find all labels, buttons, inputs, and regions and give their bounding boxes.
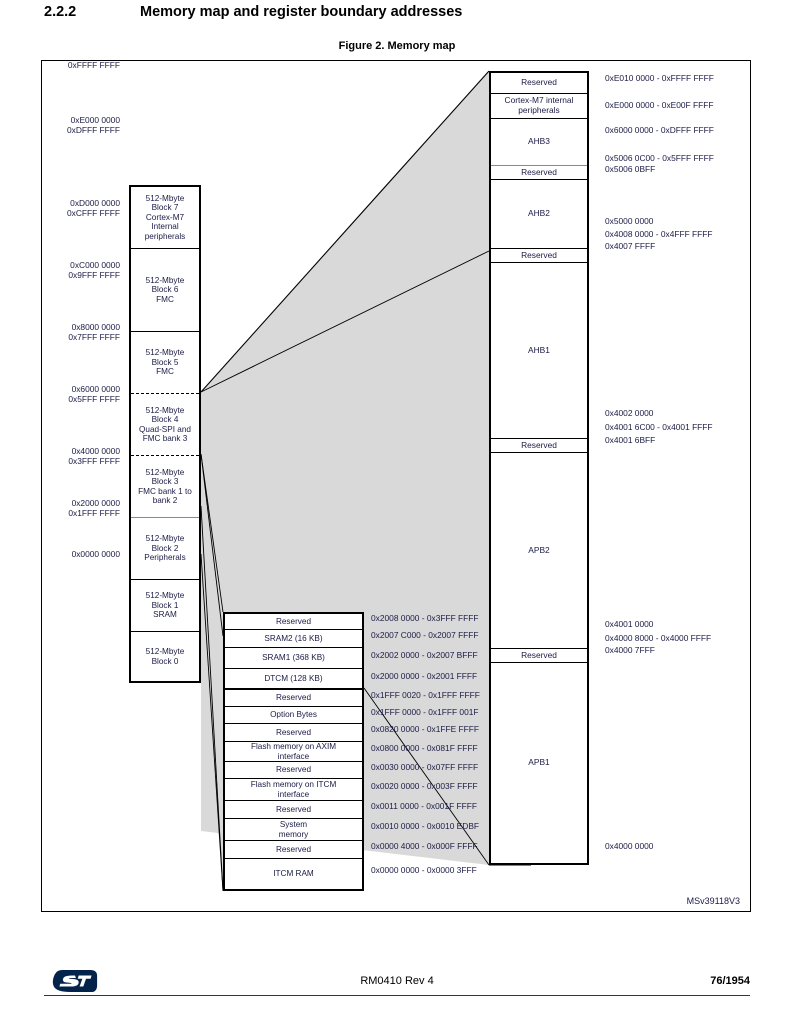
detail-region-5: Option Bytes — [225, 707, 362, 724]
bus-region-address-8: 0x4002 0000 — [605, 408, 654, 418]
bus-region-address-2: 0x6000 0000 - 0xDFFF FFFF — [605, 125, 714, 135]
memory-block-address-8: 0x0000 0000 — [71, 549, 120, 559]
bus-region-address-6: 0x4008 0000 - 0x4FFF FFFF — [605, 229, 713, 239]
section-number: 2.2.2 — [44, 4, 77, 20]
footer-page-number: 76/1954 — [710, 975, 750, 987]
detail-region-address-10: 0x0011 0000 - 0x001F FFFF — [371, 801, 477, 811]
bus-region-9: Reserved — [491, 649, 587, 663]
detail-region-4: Reserved — [225, 690, 362, 707]
bus-region-2: AHB3 — [491, 119, 587, 166]
detail-regions-addresses: 0x2008 0000 - 0x3FFF FFFF 0x2007 C000 - 0… — [371, 612, 531, 891]
detail-region-6: Reserved — [225, 724, 362, 742]
detail-region-0: Reserved — [225, 614, 362, 630]
st-logo — [52, 969, 98, 993]
memory-block-address-0: 0xFFFF FFFF — [67, 60, 120, 70]
bus-region-6: AHB1 — [491, 263, 587, 439]
bus-region-4: AHB2 — [491, 180, 587, 249]
bus-region-10: APB1 — [491, 663, 587, 863]
bus-region-address-0: 0xE010 0000 - 0xFFFF FFFF — [605, 73, 714, 83]
bus-region-address-5: 0x5000 0000 — [605, 216, 654, 226]
bus-region-5: Reserved — [491, 249, 587, 263]
bus-region-address-1: 0xE000 0000 - 0xE00F FFFF — [605, 100, 714, 110]
detail-region-address-3: 0x2000 0000 - 0x2001 FFFF — [371, 670, 478, 681]
detail-region-address-8: 0x0030 0000 - 0x07FF FFFF — [371, 761, 479, 772]
detail-region-10: Reserved — [225, 801, 362, 819]
detail-region-address-6: 0x0820 0000 - 0x1FFE FFFF — [371, 724, 479, 734]
detail-region-address-9: 0x0020 0000 - 0x003F FFFF — [371, 781, 478, 791]
detail-region-8: Reserved — [225, 762, 362, 779]
figure-caption: Figure 2. Memory map — [338, 40, 456, 52]
detail-region-address-12: 0x0000 4000 - 0x000F FFFF — [371, 841, 478, 851]
bus-region-address-9: 0x4001 6C00 - 0x4001 FFFF — [605, 422, 713, 432]
detail-region-address-0: 0x2008 0000 - 0x3FFF FFFF — [371, 613, 479, 623]
bus-region-address-11: 0x4001 0000 — [605, 619, 654, 629]
bus-region-8: APB2 — [491, 453, 587, 649]
bus-regions-addresses: 0xE010 0000 - 0xFFFF FFFF 0xE000 0000 - 0… — [605, 61, 755, 911]
detail-region-1: SRAM2 (16 KB) — [225, 630, 362, 648]
detail-region-13: ITCM RAM — [225, 859, 362, 889]
page-title: 2.2.2 Memory map and register boundary ad… — [44, 4, 750, 20]
bus-region-address-14: 0x4000 0000 — [605, 841, 654, 851]
detail-region-3: DTCM (128 KB) — [225, 669, 362, 690]
detail-region-address-5: 0x1FFF 0000 - 0x1FFF 001F — [371, 706, 479, 717]
bus-region-address-4: 0x5006 0BFF — [605, 164, 656, 174]
detail-region-address-2: 0x2002 0000 - 0x2007 BFFF — [371, 649, 478, 660]
detail-region-12: Reserved — [225, 841, 362, 859]
detail-region-address-13: 0x0000 0000 - 0x0000 3FFF — [371, 865, 477, 875]
detail-region-address-4: 0x1FFF 0020 - 0x1FFF FFFF — [371, 689, 480, 700]
detail-region-address-11: 0x0010 0000 - 0x0010 EDBF — [371, 821, 480, 831]
footer-rule — [44, 995, 750, 996]
footer-document: RM0410 Rev 4 — [360, 975, 434, 987]
detail-region-2: SRAM1 (368 KB) — [225, 648, 362, 669]
bus-region-address-13: 0x4000 7FFF — [605, 645, 655, 655]
detail-region-address-7: 0x0800 0000 - 0x081F FFFF — [371, 743, 478, 753]
bus-region-0: Reserved — [491, 73, 587, 94]
bus-region-address-3: 0x5006 0C00 - 0x5FFF FFFF — [605, 153, 714, 163]
detail-region-address-1: 0x2007 C000 - 0x2007 FFFF — [371, 630, 479, 640]
bus-region-3: Reserved — [491, 166, 587, 180]
bus-region-address-12: 0x4000 8000 - 0x4000 FFFF — [605, 633, 712, 643]
bus-region-address-7: 0x4007 FFFF — [605, 241, 656, 251]
bus-region-address-10: 0x4001 6BFF — [605, 435, 656, 445]
section-title: Memory map and register boundary address… — [140, 4, 463, 20]
figure-id-watermark: MSv39118V3 — [686, 896, 740, 906]
bus-region-7: Reserved — [491, 439, 587, 453]
